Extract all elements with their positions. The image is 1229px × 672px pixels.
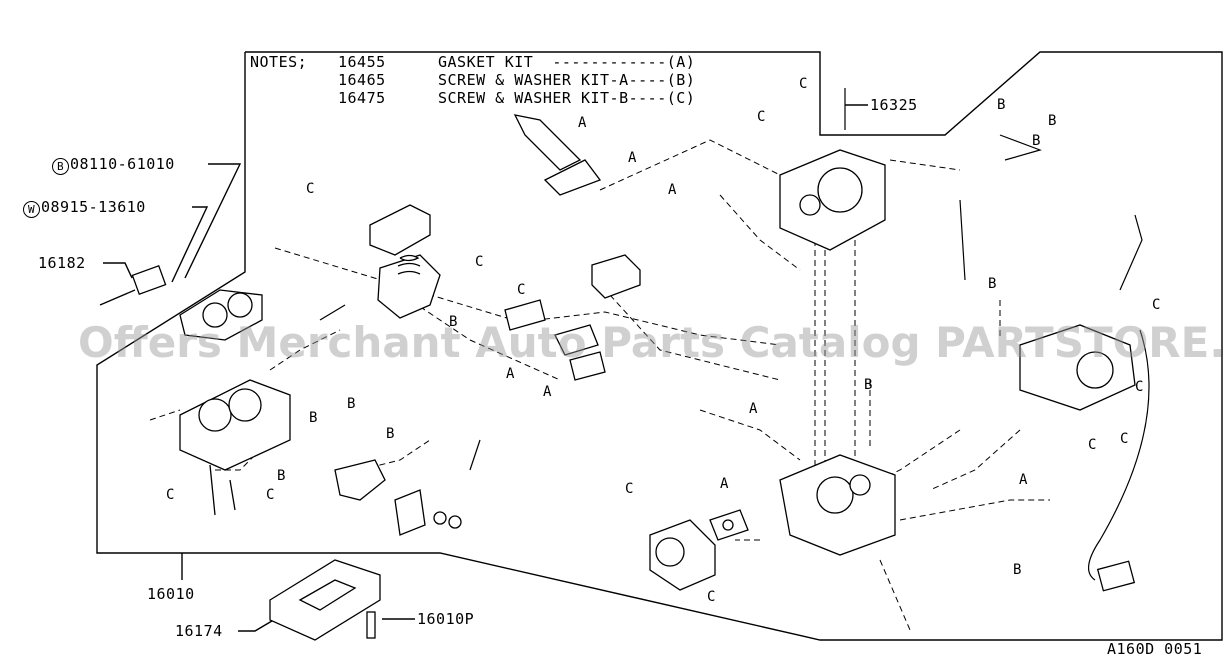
ref-letter-c: C [517,282,526,298]
ref-letter-b: B [1048,113,1057,129]
ref-letter-c: C [1152,297,1161,313]
callout-16325[interactable]: 16325 [870,96,918,114]
ref-letter-b: B [386,426,395,442]
ref-letter-b: B [988,276,997,292]
callout-16182[interactable]: 16182 [38,254,86,272]
washer-symbol-icon: W [23,201,40,218]
ref-letter-c: C [306,181,315,197]
callout-16174[interactable]: 16174 [175,622,223,640]
notes-description: GASKET KIT ------------(A) [438,53,696,71]
ref-letter-c: C [266,487,275,503]
notes-part-number: 16475 [338,89,386,107]
electrical-connector [1096,560,1136,592]
stud-part [366,611,376,639]
ref-letter-c: C [799,76,808,92]
ref-letter-a: A [506,366,515,382]
ref-letter-c: C [1120,431,1129,447]
notes-description: SCREW & WASHER KIT-A----(B) [438,71,696,89]
ref-letter-b: B [449,314,458,330]
diaphragm-cover [369,204,431,256]
ref-letter-a: A [578,115,587,131]
ref-letter-b: B [309,410,318,426]
callout-16010p[interactable]: 16010P [417,610,475,628]
ref-letter-b: B [277,468,286,484]
choke-heater-part [131,264,167,296]
notes-heading: NOTES; [250,53,308,71]
ref-letter-a: A [749,401,758,417]
ref-letter-c: C [707,589,716,605]
ref-letter-b: B [997,97,1006,113]
diagram-code: A160D 0051 [1107,640,1203,658]
solenoid [591,254,641,299]
ref-letter-a: A [1019,472,1028,488]
ref-letter-c: C [1135,379,1144,395]
ref-letter-b: B [347,396,356,412]
notes-description: SCREW & WASHER KIT-B----(C) [438,89,696,107]
notes-part-number: 16455 [338,53,386,71]
ref-letter-c: C [166,487,175,503]
ref-letter-b: B [1013,562,1022,578]
ref-letter-a: A [543,384,552,400]
ref-letter-b: B [864,377,873,393]
ref-letter-a: A [668,182,677,198]
ref-letter-c: C [475,254,484,270]
bolt-symbol-icon: B [52,158,69,175]
ref-letter-c: C [625,481,634,497]
notes-part-number: 16465 [338,71,386,89]
ref-letter-c: C [757,109,766,125]
callout-16010[interactable]: 16010 [147,585,195,603]
ref-letter-a: A [720,476,729,492]
group-outline [96,51,1223,641]
ref-letter-a: A [628,150,637,166]
ref-letter-b: B [1032,133,1041,149]
ref-letter-c: C [1088,437,1097,453]
